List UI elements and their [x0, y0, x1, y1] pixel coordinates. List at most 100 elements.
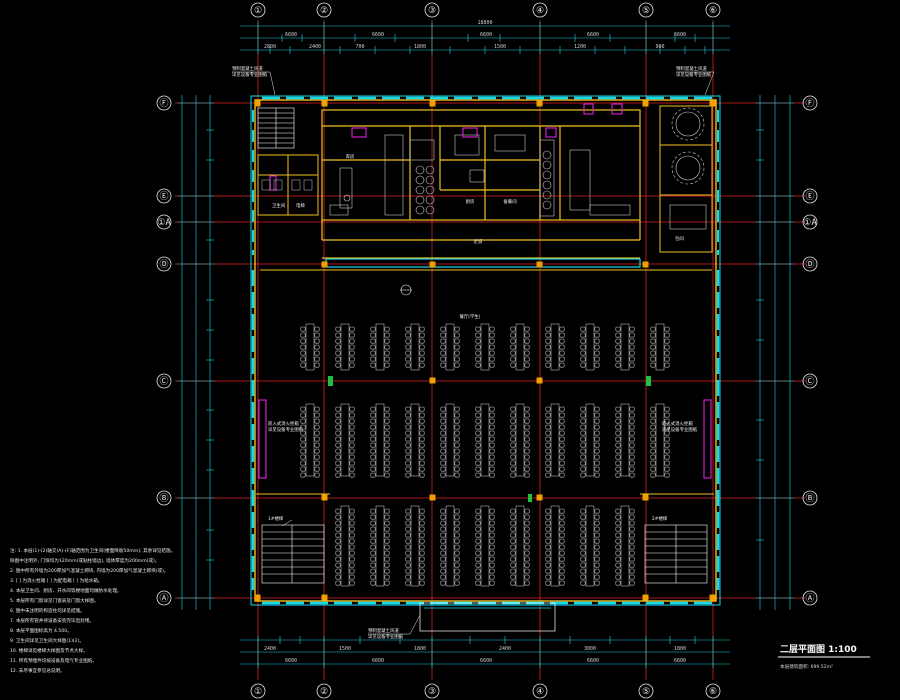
dining-chair: [580, 406, 586, 412]
dining-chair: [489, 544, 495, 550]
dining-chair: [314, 448, 320, 454]
dining-chair: [475, 520, 481, 526]
dining-chair: [349, 326, 355, 332]
dining-chair: [489, 356, 495, 362]
dining-chair: [475, 460, 481, 466]
dining-chair: [475, 526, 481, 532]
dining-table: [620, 505, 630, 587]
dining-chair: [615, 508, 621, 514]
dining-chair: [314, 442, 320, 448]
dining-chair: [335, 356, 341, 362]
room-dining-hall: 餐厅(学生): [460, 313, 481, 320]
dining-chair: [615, 574, 621, 580]
room-storage: 库房: [346, 153, 355, 160]
dining-chair: [349, 520, 355, 526]
dining-chair: [370, 556, 376, 562]
dining-chair: [405, 532, 411, 538]
dining-chair: [594, 418, 600, 424]
dining-chair: [629, 454, 635, 460]
dining-chair: [300, 442, 306, 448]
dining-chair: [650, 466, 656, 472]
dining-chair: [559, 356, 565, 362]
dining-chair: [594, 466, 600, 472]
dining-chair: [475, 326, 481, 332]
dining-chair: [580, 344, 586, 350]
dining-chair: [335, 514, 341, 520]
dining-chair: [314, 332, 320, 338]
dimension-lines: [178, 22, 794, 668]
dining-chair: [545, 556, 551, 562]
dining-chair: [384, 362, 390, 368]
dining-chair: [664, 442, 670, 448]
dining-chair: [594, 520, 600, 526]
dining-table: [550, 403, 560, 477]
dining-chair: [545, 538, 551, 544]
dining-chair: [594, 406, 600, 412]
dining-chair: [629, 448, 635, 454]
dining-chair: [559, 430, 565, 436]
dining-chair: [615, 338, 621, 344]
dining-chair: [524, 472, 530, 478]
dining-chair: [629, 344, 635, 350]
dining-chair: [300, 424, 306, 430]
dining-chair: [629, 418, 635, 424]
dining-chair: [489, 350, 495, 356]
dining-chair: [559, 538, 565, 544]
axis-bubbles-bottom: [250, 683, 721, 699]
dining-chair: [440, 430, 446, 436]
dining-chair: [335, 430, 341, 436]
dining-chair: [545, 430, 551, 436]
dining-chair: [454, 338, 460, 344]
dining-chair: [370, 574, 376, 580]
dining-chair: [650, 338, 656, 344]
dining-chair: [650, 362, 656, 368]
dining-chair: [454, 430, 460, 436]
dining-chair: [405, 362, 411, 368]
dining-chair: [405, 412, 411, 418]
dining-chair: [580, 472, 586, 478]
dining-chair: [454, 538, 460, 544]
dining-chair: [419, 338, 425, 344]
dining-chair: [440, 460, 446, 466]
dining-chair: [419, 514, 425, 520]
dining-chair: [545, 580, 551, 586]
dining-chair: [384, 406, 390, 412]
dining-chair: [370, 538, 376, 544]
dining-chair: [384, 562, 390, 568]
dining-table: [340, 323, 350, 371]
dining-table: [375, 323, 385, 371]
axis-label-B-left: Ⓑ: [159, 493, 168, 504]
dining-chair: [405, 574, 411, 580]
dining-chair: [349, 430, 355, 436]
dining-chair: [545, 532, 551, 538]
dining-chair: [510, 442, 516, 448]
dining-chair: [440, 326, 446, 332]
dining-chair: [405, 460, 411, 466]
dining-chair: [580, 362, 586, 368]
bottom-projection: [419, 602, 556, 632]
dining-chair: [559, 362, 565, 368]
dining-chair: [314, 424, 320, 430]
dining-chair: [664, 338, 670, 344]
dining-chair: [489, 448, 495, 454]
dining-chair: [615, 466, 621, 472]
dining-chair: [335, 538, 341, 544]
dining-chair: [370, 344, 376, 350]
dining-chair: [454, 472, 460, 478]
dining-chair: [650, 448, 656, 454]
note-line-7: 7. 本层所有管井待设备安装完毕后封堵。: [10, 617, 94, 624]
dining-chair: [300, 460, 306, 466]
dining-chair: [475, 350, 481, 356]
dining-chair: [370, 350, 376, 356]
dining-chair: [419, 448, 425, 454]
dining-chair: [335, 574, 341, 580]
dining-chair: [405, 454, 411, 460]
dining-chair: [475, 532, 481, 538]
dining-chair: [650, 424, 656, 430]
note-line-12: 12. 未尽事宜参见总说明。: [10, 667, 65, 674]
dining-chair: [510, 508, 516, 514]
dining-chair: [545, 436, 551, 442]
note-line-0: 注: 1. 本层(1)-(2)轴交(A)-(F)轴范围为卫生间(楼面降板50mm…: [10, 547, 175, 554]
dining-chair: [370, 526, 376, 532]
dining-chair: [405, 526, 411, 532]
